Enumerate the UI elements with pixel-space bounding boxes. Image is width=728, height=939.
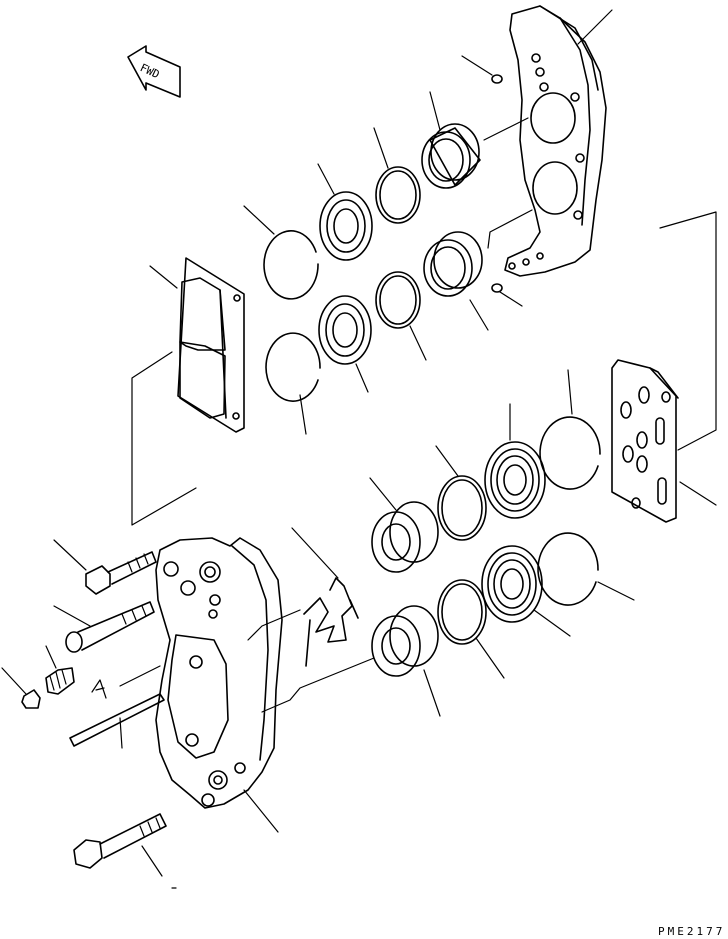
lower-caliper-housing: [156, 538, 282, 832]
leader-line: [120, 666, 160, 686]
upper-caliper-housing: [505, 6, 606, 276]
snap-ring-upper-2: [266, 333, 320, 434]
connector-line: [484, 118, 532, 248]
o-ring-lower: [492, 284, 522, 306]
snap-ring-right-2: [538, 533, 634, 605]
dust-seal-lower-2: [482, 546, 570, 636]
pad-pin: [70, 694, 164, 748]
piston-lower-1: [370, 478, 438, 572]
seal-lower-2: [438, 580, 504, 678]
snap-ring-right-1: [540, 370, 600, 489]
mounting-bolt-upper: [54, 540, 156, 594]
piston-upper-1: [422, 92, 480, 188]
seal-upper-1: [374, 128, 420, 223]
dust-seal-upper-1: [318, 164, 372, 260]
o-ring-upper: [462, 56, 502, 83]
brake-pad-right: [612, 212, 716, 522]
mounting-bolt-lower: [74, 814, 166, 876]
drawing-code: PME2177: [658, 925, 725, 938]
leader-line: [578, 10, 612, 44]
forward-arrow: FWD: [128, 46, 180, 97]
piston-upper-2: [424, 232, 488, 330]
bleeder-screw: [46, 646, 74, 694]
pad-spring: [248, 528, 358, 666]
brake-pad-left: [132, 258, 244, 525]
dust-seal-upper-2: [319, 296, 371, 392]
bleeder-cap: [2, 668, 40, 708]
snap-ring-upper-1: [244, 206, 318, 299]
reference-mark: [92, 680, 106, 698]
piston-lower-2: [372, 606, 440, 716]
dust-seal-lower-1: [485, 404, 545, 518]
mounting-bolt-middle: [54, 602, 154, 652]
seal-lower-1: [436, 446, 486, 540]
seal-upper-2: [376, 272, 426, 360]
